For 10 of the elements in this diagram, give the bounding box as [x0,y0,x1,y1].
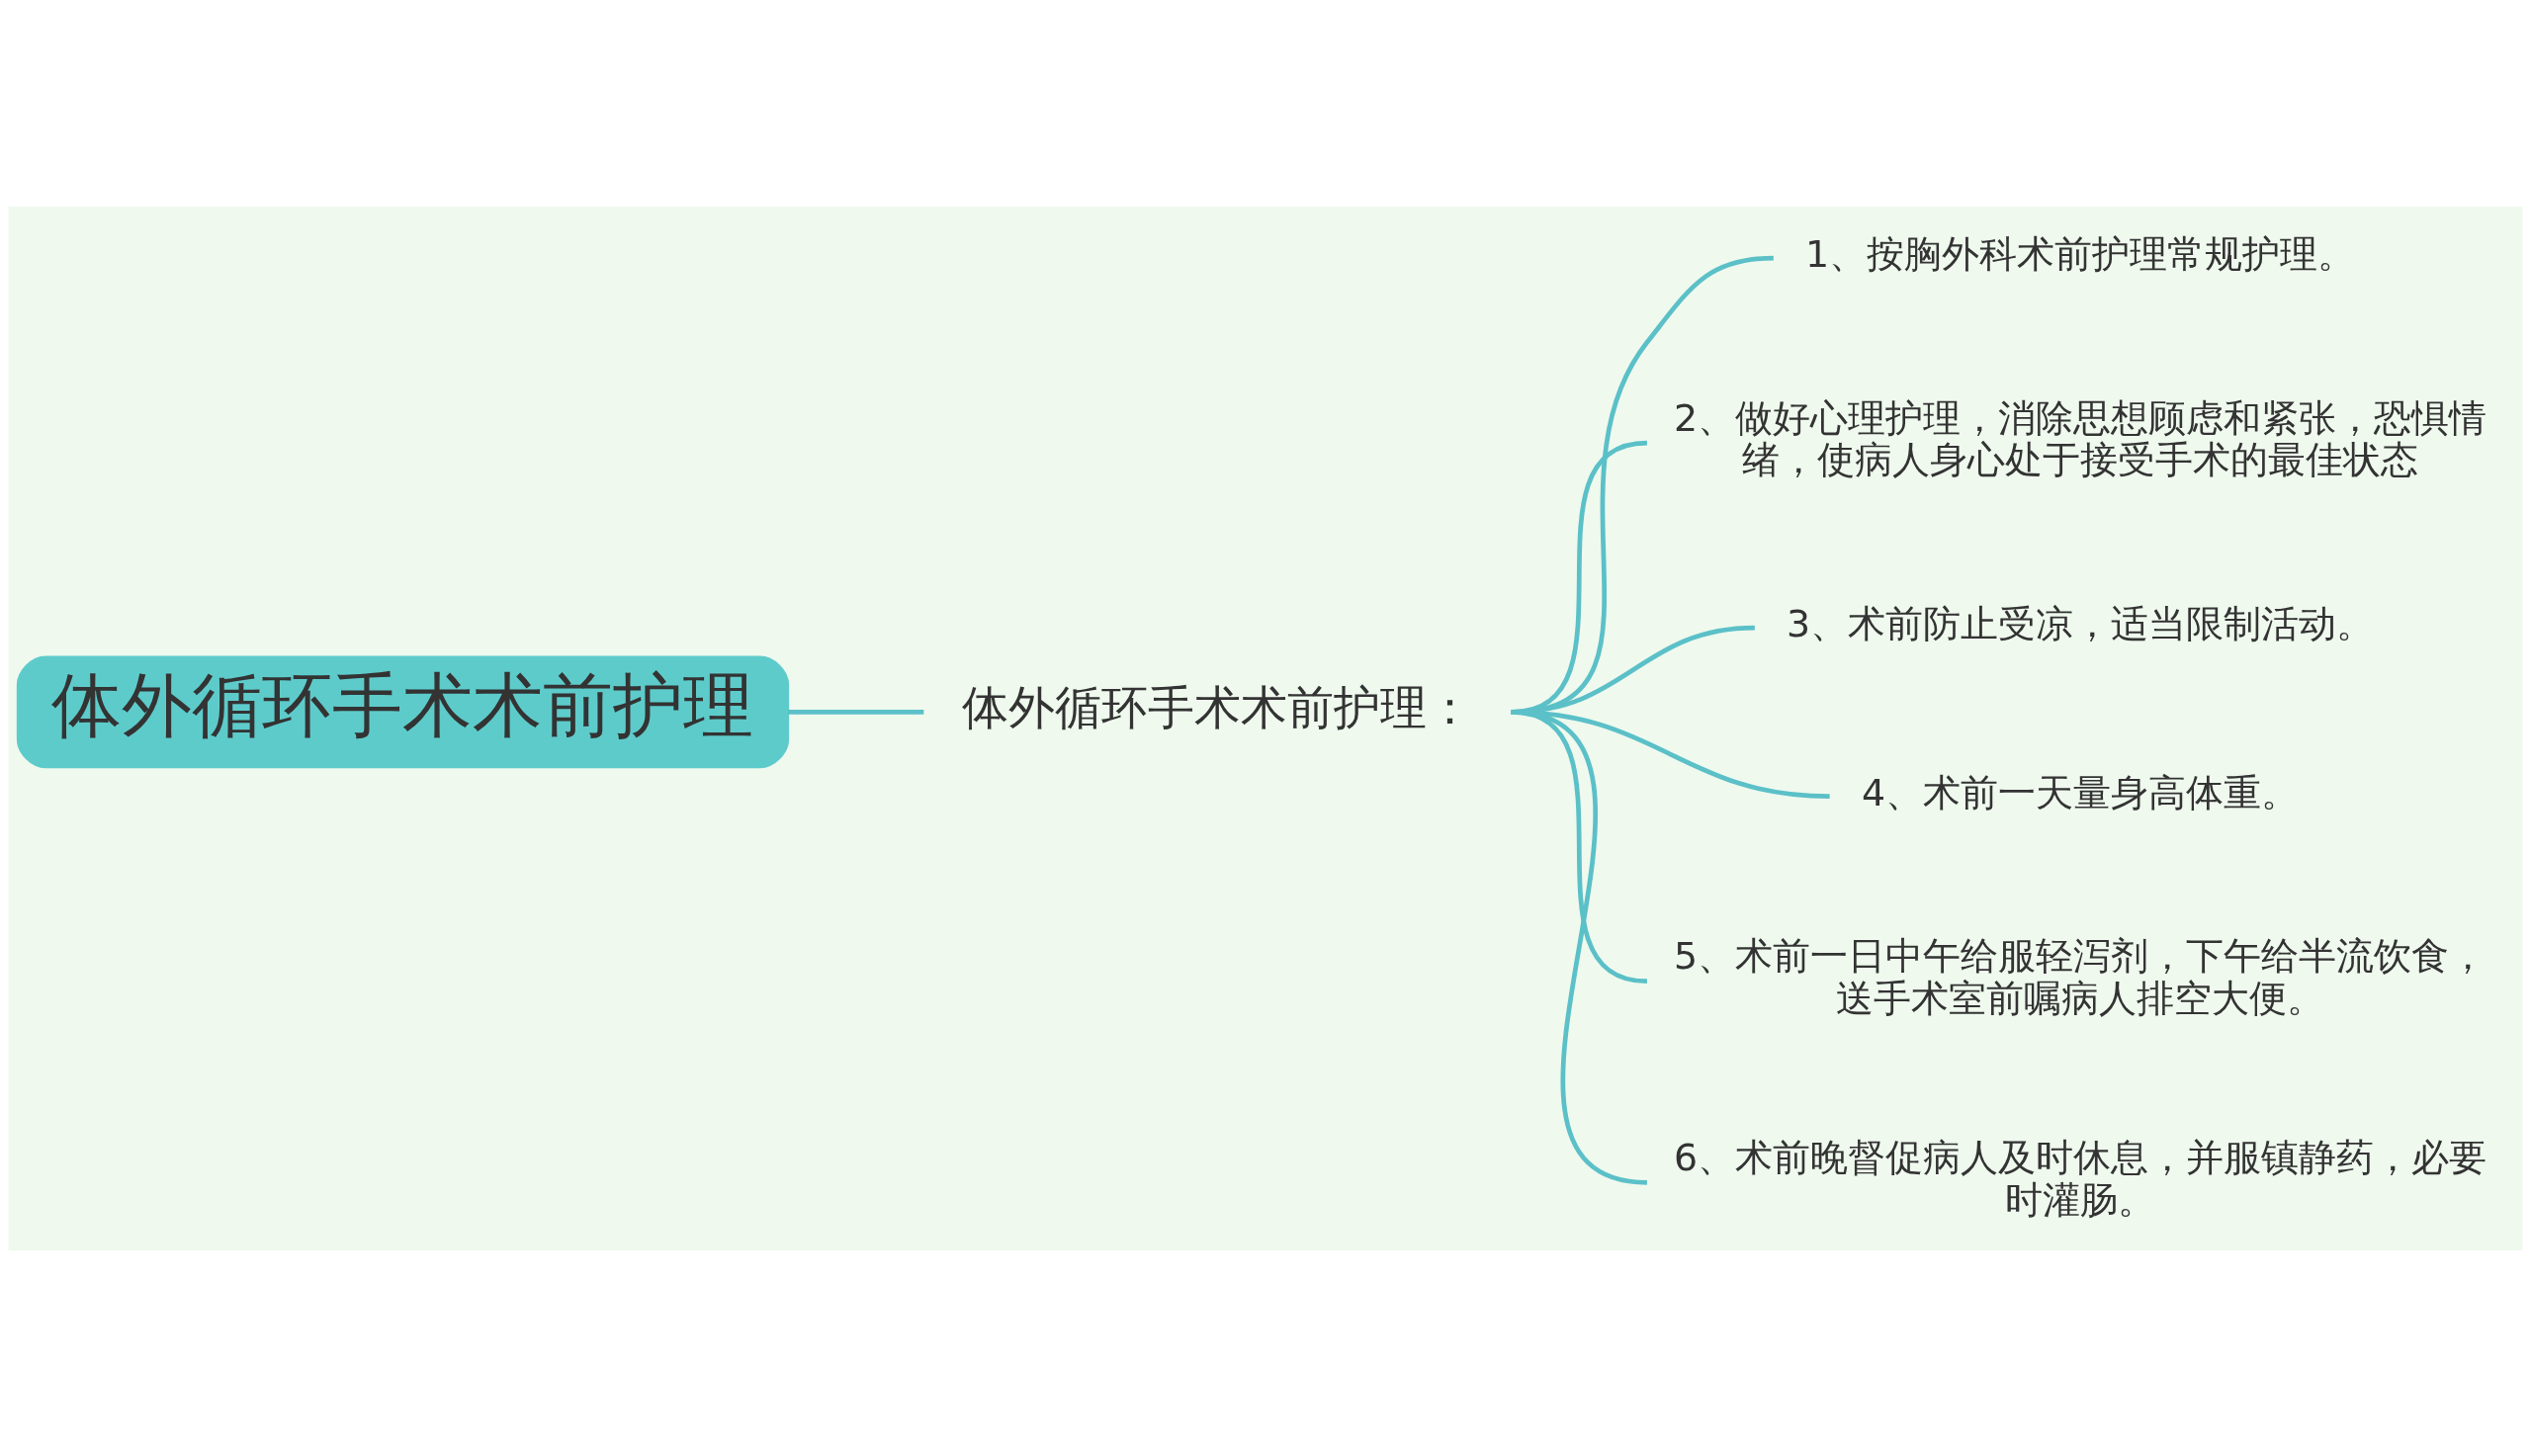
node-text: 体外循环手术术前护理： [961,679,1473,734]
connector [1511,709,1648,1185]
connector [788,709,924,715]
node-text: 6、术前晚督促病人及时休息，并服镇静药，必要时灌肠。 [1673,1135,2487,1222]
node-text: 1、按胸外科术前护理常规护理。 [1804,231,2356,276]
node-box: 体外循环手术术前护理 [16,655,790,768]
node-text: 4、术前一天量身高体重。 [1861,770,2300,814]
node-text: 2、做好心理护理，消除思想顾虑和紧张，恐惧情绪，使病人身心处于接受手术的最佳状态 [1673,395,2487,481]
node-text: 5、术前一日中午给服轻泻剂，下午给半流饮食，送手术室前嘱病人排空大便。 [1673,933,2487,1020]
node-text: 3、术前防止受凉，适当限制活动。 [1786,601,2375,645]
